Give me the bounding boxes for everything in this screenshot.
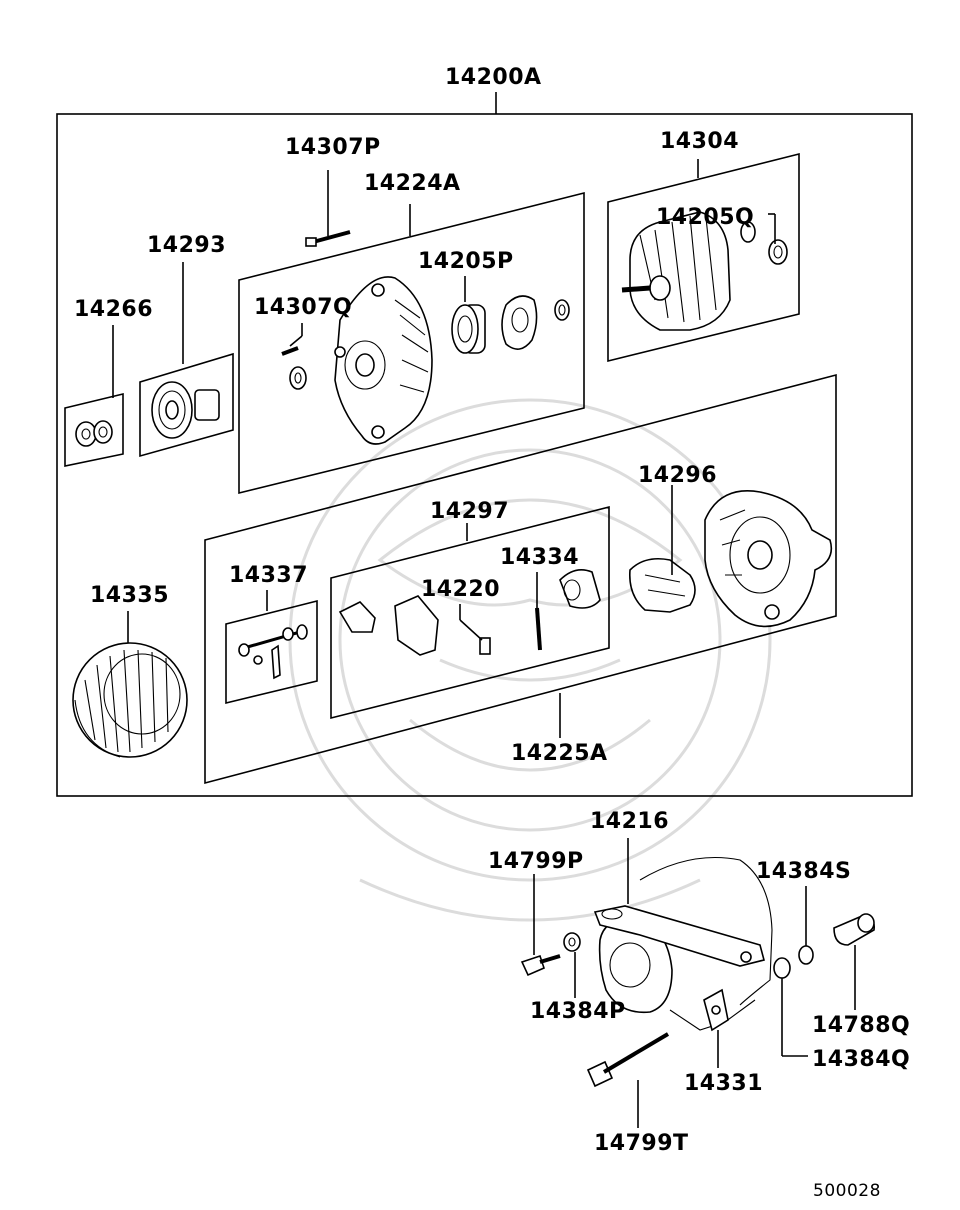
label-14296: 14296	[638, 463, 717, 488]
rotor-frame	[607, 152, 800, 363]
terminal-set-frame	[225, 599, 318, 705]
front-bracket-part	[334, 276, 433, 445]
label-14205p: 14205P	[418, 249, 514, 274]
label-14307p: 14307P	[285, 135, 381, 160]
rectifier-parts	[338, 569, 601, 656]
screw-part	[281, 346, 307, 390]
label-14216: 14216	[590, 809, 669, 834]
label-14335: 14335	[90, 583, 169, 608]
long-bolt-part	[305, 230, 351, 247]
lower-hardware-parts	[520, 913, 876, 1088]
label-14384s: 14384S	[756, 859, 851, 884]
leader-lines	[112, 159, 856, 1128]
label-14297: 14297	[430, 499, 509, 524]
rectifier-frame	[330, 505, 610, 720]
pulley-part	[151, 381, 220, 439]
mount-bracket-part	[593, 856, 773, 1032]
rotor-part	[621, 211, 788, 331]
assembly-frame	[56, 113, 913, 797]
label-14788q: 14788Q	[812, 1013, 910, 1038]
label-14331: 14331	[684, 1071, 763, 1096]
stator-part	[72, 642, 188, 758]
label-14799t: 14799T	[594, 1131, 689, 1156]
label-14205q: 14205Q	[656, 205, 754, 230]
label-14304: 14304	[660, 129, 739, 154]
pulley-frame	[139, 352, 234, 458]
nut-washer-frame	[64, 392, 124, 467]
rear-bracket-part	[628, 490, 833, 628]
nut-washer-part	[75, 420, 113, 447]
label-14337: 14337	[229, 563, 308, 588]
label-14225a: 14225A	[511, 741, 608, 766]
front-bracket-frame	[238, 191, 585, 495]
diagram-code: 500028	[813, 1181, 881, 1201]
rear-assembly-frame	[204, 373, 837, 785]
label-14200a: 14200A	[445, 65, 542, 90]
label-14266: 14266	[74, 297, 153, 322]
label-14384q: 14384Q	[812, 1047, 910, 1072]
label-14293: 14293	[147, 233, 226, 258]
label-14384p: 14384P	[530, 999, 626, 1024]
label-14799p: 14799P	[488, 849, 584, 874]
terminal-set-part	[238, 624, 308, 680]
bearing-p-part	[451, 295, 570, 354]
label-14224a: 14224A	[364, 171, 461, 196]
label-14220: 14220	[421, 577, 500, 602]
label-14334: 14334	[500, 545, 579, 570]
label-14307q: 14307Q	[254, 295, 352, 320]
